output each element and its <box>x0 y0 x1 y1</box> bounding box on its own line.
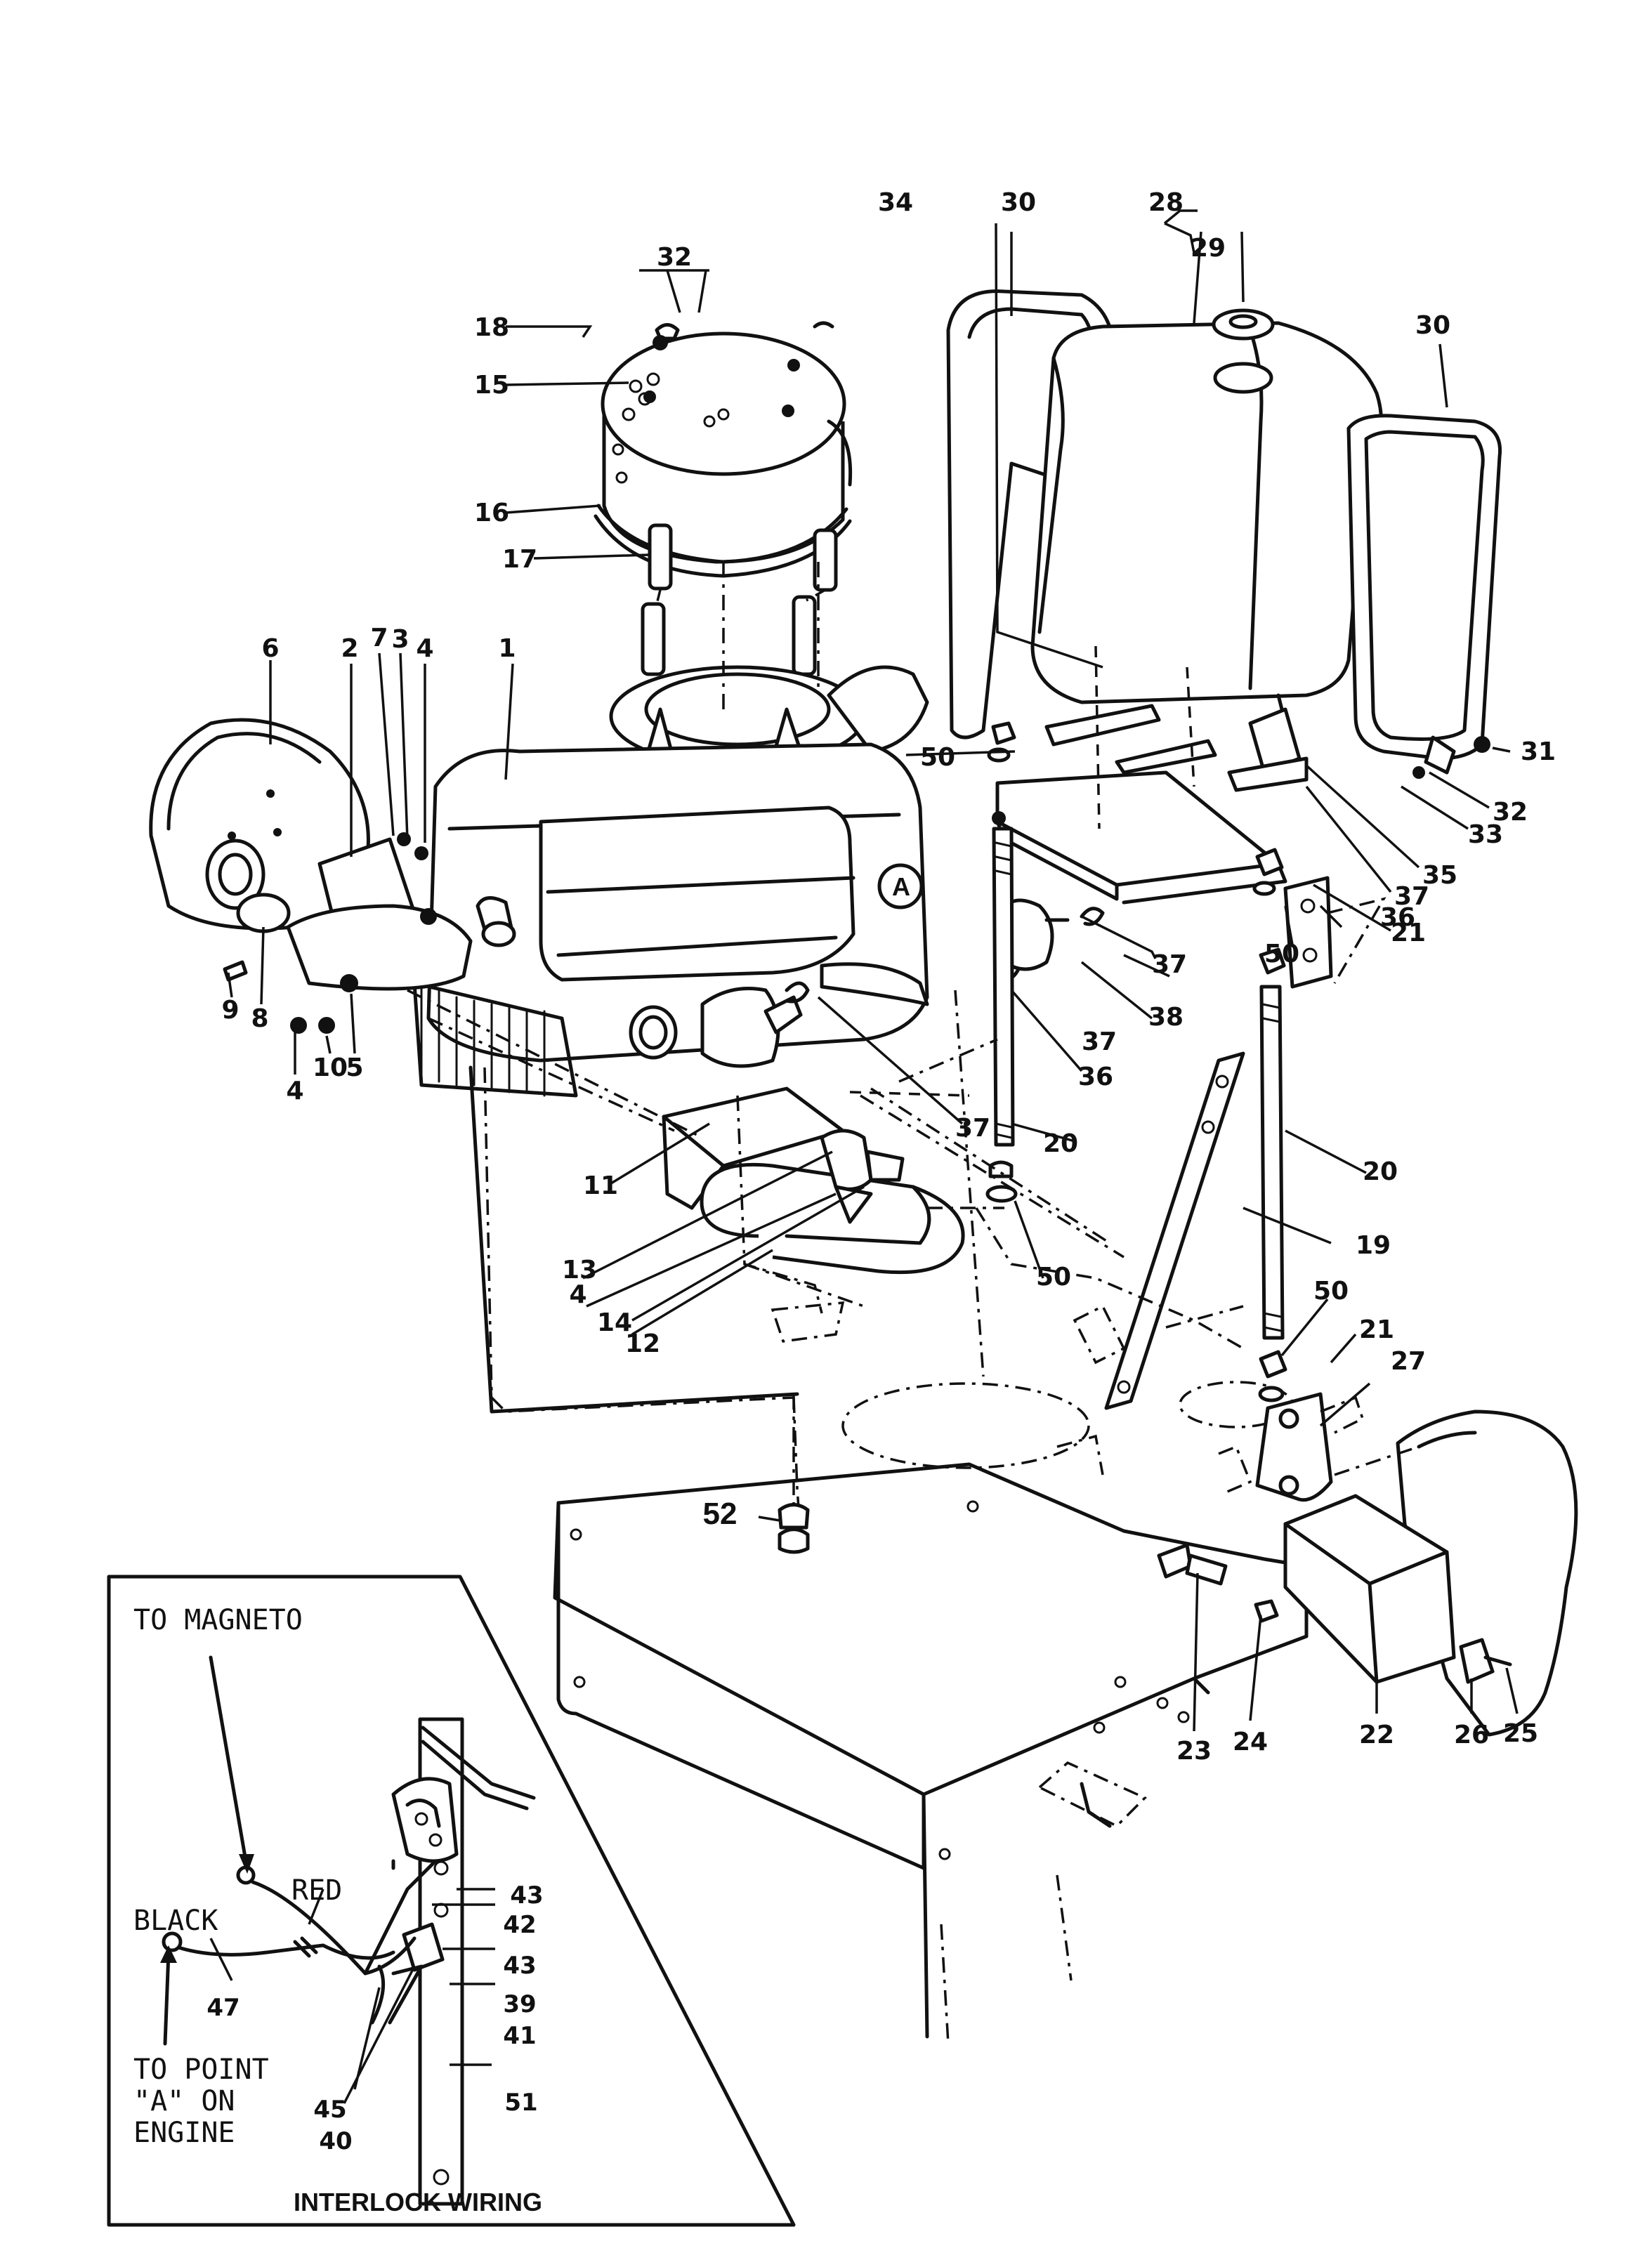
label-3: 3 <box>391 625 409 654</box>
label-19: 19 <box>1356 1231 1391 1260</box>
label-4-mid: 4 <box>569 1280 586 1309</box>
inset-to-point-1: TO POINT <box>133 2054 269 2086</box>
label-21-top: 21 <box>1391 919 1426 947</box>
label-28: 28 <box>1148 188 1184 217</box>
label-4-lower: 4 <box>286 1077 303 1105</box>
label-50-lower: 50 <box>1313 1277 1349 1306</box>
side-guard-assembly <box>1056 1392 1578 1737</box>
inset-label-43-bottom: 43 <box>503 1952 536 1980</box>
label-34: 34 <box>878 188 913 217</box>
label-17: 17 <box>502 545 537 574</box>
label-13: 13 <box>562 1256 597 1284</box>
inset-label-41: 41 <box>503 2022 536 2050</box>
label-25: 25 <box>1503 1719 1538 1748</box>
label-10: 10 <box>313 1053 348 1082</box>
inset-label-40: 40 <box>319 2127 352 2155</box>
label-31: 31 <box>1521 737 1556 766</box>
label-2: 2 <box>341 634 358 663</box>
label-37-d: 37 <box>955 1114 990 1143</box>
fuel-tank-assembly <box>946 289 1502 792</box>
inset-label-42: 42 <box>503 1911 536 1939</box>
label-23: 23 <box>1176 1737 1212 1766</box>
muffler-assembly <box>149 718 473 1034</box>
label-36-left: 36 <box>1078 1063 1113 1091</box>
label-5: 5 <box>346 1053 363 1082</box>
label-11: 11 <box>583 1171 618 1200</box>
label-37-c: 37 <box>1082 1027 1117 1056</box>
inset-label-47: 47 <box>206 1994 240 2022</box>
point-a-marker: A <box>892 872 910 901</box>
deck-fastener-52 <box>778 1503 810 1554</box>
leader-lines <box>227 209 1519 1732</box>
inset-red-label: RED <box>291 1874 342 1907</box>
part-number-labels: 1 2 3 4 4 4 5 6 7 8 9 10 11 12 13 14 15 … <box>221 188 1556 1766</box>
label-35: 35 <box>1422 861 1457 890</box>
label-12: 12 <box>625 1329 660 1358</box>
inset-to-point-2: "A" ON <box>133 2085 235 2117</box>
label-4: 4 <box>416 634 433 663</box>
label-38: 38 <box>1148 1003 1184 1032</box>
label-32-top: 32 <box>657 243 692 272</box>
label-6: 6 <box>261 634 279 663</box>
label-22: 22 <box>1359 1721 1394 1749</box>
inset-to-magneto: TO MAGNETO <box>133 1604 303 1636</box>
tank-mount-bracket <box>987 704 1333 989</box>
label-37-b: 37 <box>1152 950 1187 979</box>
label-36-right: 36 <box>1380 903 1415 932</box>
label-14: 14 <box>597 1308 632 1337</box>
inset-label-39: 39 <box>503 1990 536 2018</box>
label-20-right: 20 <box>1363 1157 1398 1186</box>
label-52: 52 <box>703 1497 738 1531</box>
label-1: 1 <box>498 634 516 663</box>
label-50-mid: 50 <box>1036 1263 1071 1292</box>
inset-label-51: 51 <box>504 2089 537 2117</box>
fuel-line-parts <box>662 898 1105 1275</box>
label-50-right: 50 <box>1264 940 1299 968</box>
label-33: 33 <box>1468 820 1503 849</box>
engine-block <box>412 665 929 1098</box>
label-15: 15 <box>474 371 509 400</box>
label-26: 26 <box>1454 1721 1489 1749</box>
label-7: 7 <box>370 624 388 652</box>
label-50-top: 50 <box>920 743 955 772</box>
inset-label-45: 45 <box>313 2096 346 2124</box>
support-rods <box>985 827 1287 1410</box>
inset-title: INTERLOCK WIRING <box>294 2188 542 2216</box>
label-20-left: 20 <box>1043 1129 1078 1158</box>
inset-label-43-top: 43 <box>510 1881 543 1910</box>
label-30-right: 30 <box>1415 311 1450 340</box>
label-21-lower: 21 <box>1359 1315 1394 1344</box>
inset-black-label: BLACK <box>133 1905 218 1937</box>
label-16: 16 <box>474 499 509 527</box>
label-37-a: 37 <box>1394 882 1429 911</box>
assembly-phantom-lines <box>407 562 1420 1539</box>
label-18: 18 <box>474 313 509 342</box>
label-27: 27 <box>1391 1347 1426 1376</box>
label-32-right: 32 <box>1493 798 1528 827</box>
label-24: 24 <box>1233 1728 1268 1756</box>
label-29: 29 <box>1191 234 1226 263</box>
interlock-wiring-inset: TO MAGNETO RED BLACK TO POINT "A" ON ENG… <box>107 1575 796 2227</box>
inset-to-point-3: ENGINE <box>133 2117 235 2149</box>
label-9: 9 <box>221 996 239 1025</box>
air-cleaner-assembly <box>594 321 853 676</box>
label-8: 8 <box>251 1004 268 1033</box>
label-30-left: 30 <box>1001 188 1036 217</box>
